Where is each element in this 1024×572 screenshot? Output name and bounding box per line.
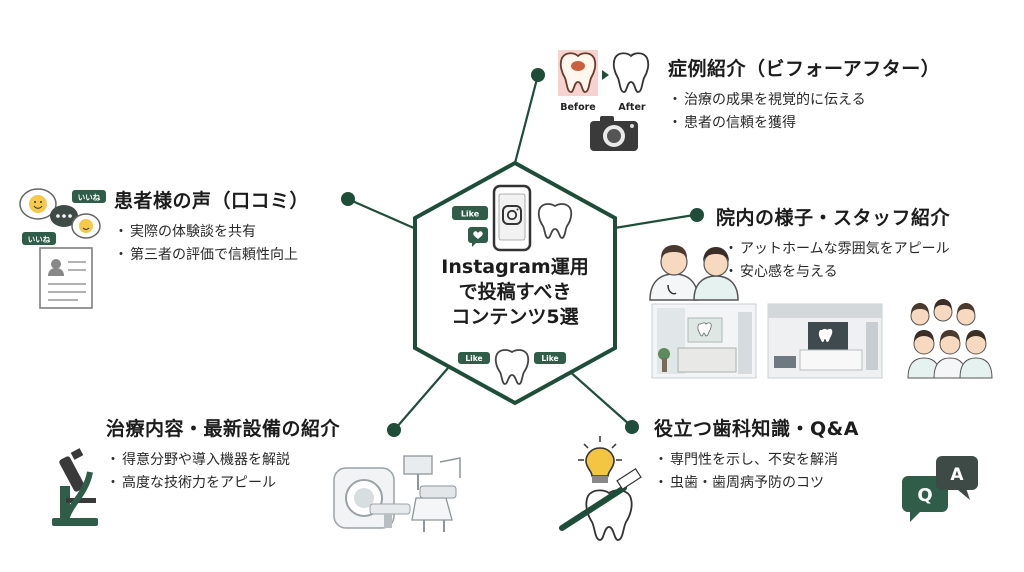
- connector-knowledge: [567, 369, 631, 426]
- topic-title: 治療内容・最新設備の紹介: [106, 418, 341, 440]
- topic-dental-knowledge: 役立つ歯科知識・Q&A 専門性を示し、不安を解消 虫歯・歯周病予防のコツ: [654, 414, 859, 495]
- topic-bullets: アットホームな雰囲気をアピール 安心感を与える: [724, 238, 950, 284]
- dot-case: [531, 68, 545, 82]
- reception-room-icon: [651, 303, 757, 379]
- svg-text:A: A: [950, 465, 964, 485]
- svg-text:Like: Like: [461, 210, 480, 219]
- center-title-line-2: で投稿すべき: [458, 281, 572, 303]
- microscope-icon: [52, 448, 98, 526]
- topic-bullet: 専門性を示し、不安を解消: [654, 449, 859, 472]
- iine-badge-icon: いいね: [72, 190, 106, 203]
- center-title-line-3: コンテンツ5選: [451, 306, 579, 328]
- topic-title: 役立つ歯科知識・Q&A: [654, 418, 859, 440]
- topic-bullets: 治療の成果を視覚的に伝える 患者の信頼を獲得: [668, 89, 940, 135]
- svg-text:いいね: いいね: [78, 193, 101, 202]
- dot-knowledge: [625, 420, 639, 434]
- connector-dots: [341, 68, 704, 437]
- svg-text:いいね: いいね: [28, 235, 51, 244]
- topic-clinic-staff: 院内の様子・スタッフ紹介 アットホームな雰囲気をアピール 安心感を与える: [716, 203, 950, 284]
- topic-bullet: 治療の成果を視覚的に伝える: [668, 89, 940, 112]
- like-badge-icon: Like: [452, 206, 488, 220]
- topic-title: 症例紹介（ビフォーアフター）: [668, 58, 941, 80]
- qa-bubbles-icon: Q A: [902, 456, 978, 522]
- dot-equipment: [387, 423, 401, 437]
- like-badge-icon: Like: [458, 352, 490, 364]
- topic-bullets: 実際の体験談を共有 第三者の評価で信頼性向上: [114, 221, 309, 267]
- topic-bullet: アットホームな雰囲気をアピール: [724, 238, 950, 261]
- before-tooth-icon: [558, 50, 598, 96]
- heart-chat-icon: [468, 227, 488, 247]
- document-icon: [39, 247, 93, 309]
- topic-title: 院内の様子・スタッフ紹介: [716, 207, 951, 229]
- instagram-phone-icon: [492, 184, 532, 252]
- center-title-line-1: Instagram運用: [441, 256, 589, 278]
- center-title: Instagram運用 で投稿すべき コンテンツ5選: [410, 255, 620, 330]
- smile-chat-icon: [71, 213, 101, 239]
- topic-case-study: 症例紹介（ビフォーアフター） 治療の成果を視覚的に伝える 患者の信頼を獲得: [668, 54, 940, 135]
- topic-treatment-equipment: 治療内容・最新設備の紹介 得意分野や導入機器を解説 高度な技術力をアピール: [106, 414, 340, 495]
- connector-case: [513, 74, 540, 164]
- smile-chat-icon: [19, 188, 57, 220]
- topic-bullet: 高度な技術力をアピール: [106, 472, 340, 495]
- dot-staff: [690, 208, 704, 222]
- svg-text:Like: Like: [465, 354, 482, 363]
- dental-unit-icon: [403, 455, 461, 532]
- topic-patient-voices: 患者様の声（口コミ） 実際の体験談を共有 第三者の評価で信頼性向上: [114, 186, 309, 267]
- topic-bullet: 患者の信頼を獲得: [668, 112, 940, 135]
- topic-bullet: 虫歯・歯周病予防のコツ: [654, 472, 859, 495]
- after-tooth-icon: [612, 52, 650, 93]
- topic-bullet: 実際の体験談を共有: [114, 221, 309, 244]
- lightbulb-icon: [578, 436, 622, 483]
- topic-bullet: 安心感を与える: [724, 261, 950, 284]
- after-label: After: [618, 102, 645, 113]
- before-label: Before: [560, 102, 595, 113]
- ellipsis-chat-icon: [50, 205, 78, 227]
- like-badge-icon: Like: [534, 352, 566, 364]
- dot-voice: [341, 192, 355, 206]
- topic-title: 患者様の声（口コミ）: [114, 190, 310, 212]
- toothbrush-icon: [559, 467, 642, 531]
- doctor-icon: [649, 245, 699, 301]
- connector-equipment: [395, 367, 449, 429]
- ct-scanner-icon: [333, 467, 411, 529]
- tooth-icon: [537, 203, 573, 239]
- arrow-right-icon: [602, 70, 609, 80]
- topic-bullets: 得意分野や導入機器を解説 高度な技術力をアピール: [106, 449, 340, 495]
- svg-text:Like: Like: [541, 354, 558, 363]
- tooth-icon: [494, 349, 530, 385]
- topic-bullets: 専門性を示し、不安を解消 虫歯・歯周病予防のコツ: [654, 449, 859, 495]
- topic-bullet: 得意分野や導入機器を解説: [106, 449, 340, 472]
- iine-badge-icon: いいね: [22, 232, 56, 245]
- topic-bullet: 第三者の評価で信頼性向上: [114, 244, 309, 267]
- staff-group-icon: [907, 299, 993, 379]
- svg-text:Q: Q: [917, 485, 932, 506]
- clinic-lobby-icon: [767, 303, 883, 379]
- camera-icon: [590, 116, 638, 151]
